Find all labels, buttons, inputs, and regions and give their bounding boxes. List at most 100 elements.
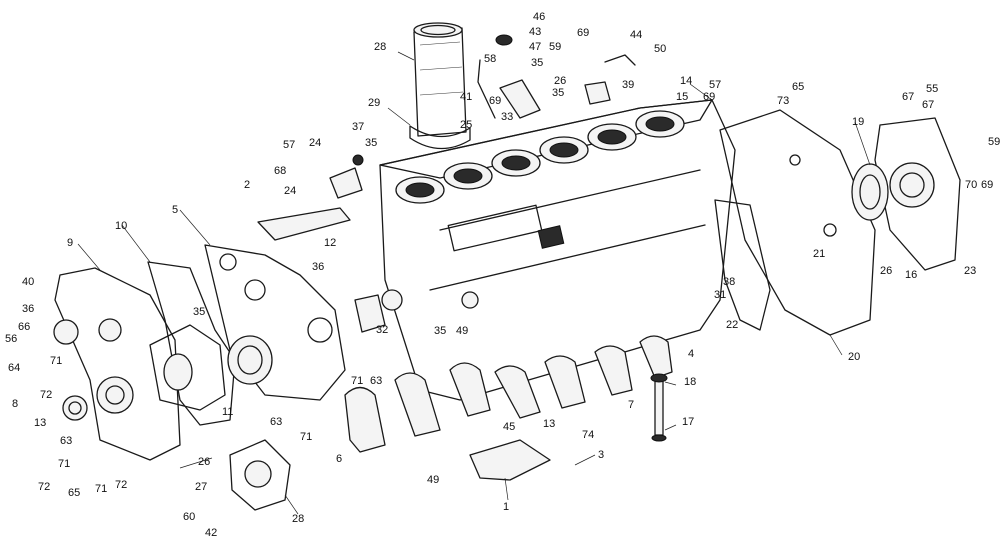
callout-label: 70 (965, 179, 977, 191)
callout-label: 29 (368, 97, 380, 109)
callout-label: 47 (529, 41, 541, 53)
callout-label: 37 (352, 121, 364, 133)
main-bearing-caps (344, 335, 673, 453)
callout-label: 4 (688, 348, 694, 360)
cylinder-block (379, 99, 736, 401)
callout-label: 44 (630, 29, 642, 41)
callout-label: 63 (270, 416, 282, 428)
cylinder-bores (395, 110, 685, 204)
callout-label: 67 (922, 99, 934, 111)
callout-label: 65 (792, 81, 804, 93)
callout-label: 72 (38, 481, 50, 493)
callout-label: 43 (529, 26, 541, 38)
callout-label: 46 (533, 11, 545, 23)
callout-label: 63 (60, 435, 72, 447)
callout-label: 14 (680, 75, 692, 87)
cylinder-liner (409, 22, 471, 150)
callout-label: 10 (115, 220, 127, 232)
small-parts (53, 34, 668, 481)
callout-label: 6 (336, 453, 342, 465)
callout-label: 23 (964, 265, 976, 277)
callout-labels: 46 43 47 35 58 28 41 29 69 25 33 35 26 5… (5, 11, 1000, 539)
callout-label: 28 (292, 513, 304, 525)
callout-label: 69 (981, 179, 993, 191)
rear-oil-seal (851, 163, 889, 221)
callout-label: 15 (676, 91, 688, 103)
callout-label: 59 (988, 136, 1000, 148)
callout-label: 41 (460, 91, 472, 103)
callout-label: 50 (654, 43, 666, 55)
water-pump-housing (149, 324, 273, 411)
callout-label: 8 (12, 398, 18, 410)
callout-label: 71 (351, 375, 363, 387)
callout-label: 69 (489, 95, 501, 107)
callout-label: 19 (852, 116, 864, 128)
callout-label: 67 (902, 91, 914, 103)
callout-label: 13 (34, 417, 46, 429)
callout-label: 1 (503, 501, 509, 513)
rear-plates (714, 109, 876, 336)
callout-label: 3 (598, 449, 604, 461)
callout-label: 71 (50, 355, 62, 367)
callout-label: 16 (905, 269, 917, 281)
callout-label: 49 (427, 474, 439, 486)
callout-label: 28 (374, 41, 386, 53)
callout-label: 38 (723, 276, 735, 288)
callout-label: 49 (456, 325, 468, 337)
callout-label: 18 (684, 376, 696, 388)
callout-label: 35 (531, 57, 543, 69)
callout-label: 57 (709, 79, 721, 91)
callout-label: 59 (549, 41, 561, 53)
callout-label: 27 (195, 481, 207, 493)
callout-label: 24 (284, 185, 296, 197)
callout-label: 9 (67, 237, 73, 249)
callout-label: 57 (283, 139, 295, 151)
callout-label: 73 (777, 95, 789, 107)
callout-label: 60 (183, 511, 195, 523)
callout-label: 69 (703, 91, 715, 103)
callout-label: 40 (22, 276, 34, 288)
callout-label: 55 (926, 83, 938, 95)
callout-label: 7 (628, 399, 634, 411)
callout-label: 42 (205, 527, 217, 539)
front-gasket (147, 261, 236, 426)
callout-label: 35 (552, 87, 564, 99)
seal-housing (229, 439, 291, 511)
callout-label: 58 (484, 53, 496, 65)
callout-label: 65 (68, 487, 80, 499)
callout-label: 56 (5, 333, 17, 345)
callout-label: 35 (434, 325, 446, 337)
callout-label: 31 (714, 289, 726, 301)
callout-label: 17 (682, 416, 694, 428)
callout-label: 25 (460, 119, 472, 131)
callout-label: 66 (18, 321, 30, 333)
callout-label: 39 (622, 79, 634, 91)
callout-label: 72 (40, 389, 52, 401)
timing-gear-case (54, 267, 181, 461)
callout-label: 71 (95, 483, 107, 495)
callout-label: 35 (193, 306, 205, 318)
callout-label: 45 (503, 421, 515, 433)
callout-label: 26 (880, 265, 892, 277)
callout-label: 71 (300, 431, 312, 443)
callout-label: 5 (172, 204, 178, 216)
callout-label: 71 (58, 458, 70, 470)
callout-label: 68 (274, 165, 286, 177)
callout-label: 33 (501, 111, 513, 123)
callout-label: 22 (726, 319, 738, 331)
callout-label: 26 (554, 75, 566, 87)
callout-label: 36 (312, 261, 324, 273)
callout-label: 12 (324, 237, 336, 249)
callout-label: 24 (309, 137, 321, 149)
callout-label: 74 (582, 429, 594, 441)
callout-label: 63 (370, 375, 382, 387)
callout-label: 35 (365, 137, 377, 149)
callout-label: 21 (813, 248, 825, 260)
callout-label: 64 (8, 362, 20, 374)
callout-label: 72 (115, 479, 127, 491)
callout-label: 11 (222, 406, 233, 418)
callout-label: 2 (244, 179, 250, 191)
callout-label: 20 (848, 351, 860, 363)
callout-label: 36 (22, 303, 34, 315)
